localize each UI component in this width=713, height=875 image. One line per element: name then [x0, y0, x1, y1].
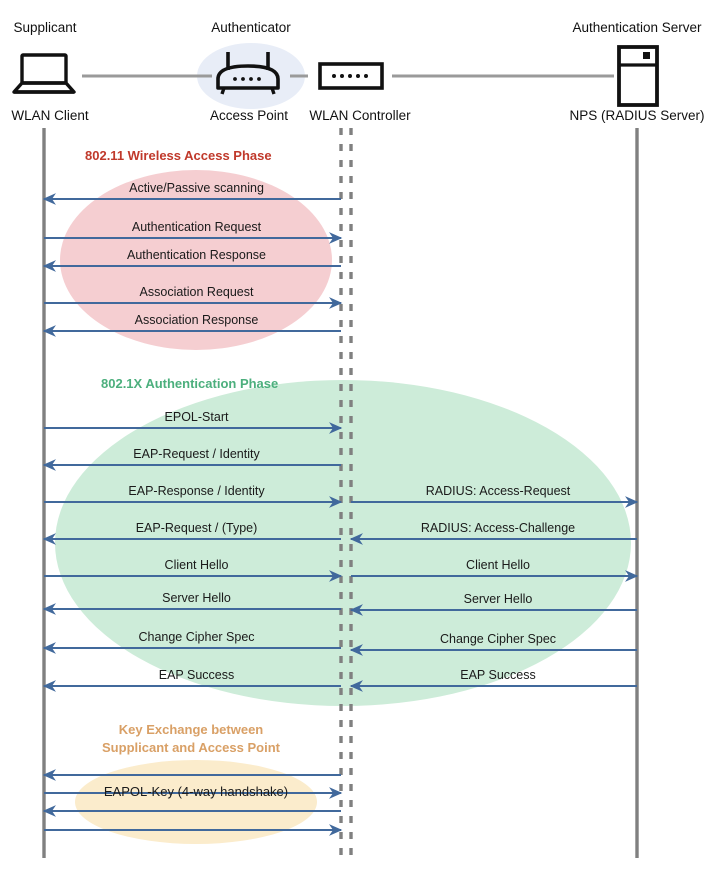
message-label-left-server-hello-10: Server Hello — [162, 591, 231, 605]
message-label-right-server-hello-3: Server Hello — [463, 592, 533, 606]
actor-name-nps-radius-server: NPS (RADIUS Server) — [569, 108, 705, 123]
message-label-left-client-hello-9: Client Hello — [164, 558, 229, 572]
lifelines — [42, 128, 639, 858]
actor-name-access-point: Access Point — [209, 108, 289, 123]
wlan-controller-icon — [318, 62, 384, 90]
server-icon — [617, 45, 659, 107]
message-label-left-association-request-3: Association Request — [139, 285, 254, 299]
phase-ellipses — [55, 170, 631, 844]
phase-label-key-exchange-line2: Supplicant and Access Point — [102, 740, 280, 755]
phase-label-wireless-access: 802.11 Wireless Access Phase — [85, 148, 272, 163]
actor-name-wlan-client: WLAN Client — [11, 108, 89, 123]
message-label-left-eap-request-type-8: EAP-Request / (Type) — [135, 521, 258, 535]
phase-label-key-exchange: Key Exchange between Supplicant and Acce… — [96, 721, 286, 757]
phase-ellipse-wireless-access — [60, 170, 332, 350]
actor-role-authenticator: Authenticator — [211, 20, 291, 35]
actor-name-wlan-controller: WLAN Controller — [309, 108, 411, 123]
laptop-icon — [12, 53, 76, 94]
message-label-right-radius-access-challenge-1: RADIUS: Access-Challenge — [420, 521, 576, 535]
actor-role-authentication-server: Authentication Server — [572, 20, 702, 35]
phase-ellipse-key-exchange — [75, 760, 317, 844]
phase-ellipse-dot1x-auth — [55, 380, 631, 706]
message-label-left-eap-request-identity-6: EAP-Request / Identity — [133, 447, 260, 461]
message-label-left-authentication-response-2: Authentication Response — [127, 248, 266, 262]
message-label-left-epol-start-5: EPOL-Start — [164, 410, 229, 424]
message-arrows — [42, 193, 639, 836]
eapol-key-label: EAPOL-Key (4-way handshake) — [103, 784, 289, 799]
access-point-icon — [216, 52, 280, 95]
message-label-left-authentication-request-1: Authentication Request — [131, 220, 262, 234]
message-label-right-radius-access-request-0: RADIUS: Access-Request — [425, 484, 571, 498]
message-label-left-eap-response-identity-7: EAP-Response / Identity — [128, 484, 265, 498]
message-label-left-active-passive-scanning-0: Active/Passive scanning — [129, 181, 264, 195]
message-label-right-eap-success-5: EAP Success — [460, 668, 536, 682]
phase-label-key-exchange-line1: Key Exchange between — [118, 722, 264, 737]
message-label-right-client-hello-2: Client Hello — [466, 558, 530, 572]
authenticator-halo — [197, 43, 305, 109]
actor-role-supplicant: Supplicant — [13, 20, 77, 35]
message-label-left-association-response-4: Association Response — [134, 313, 259, 327]
phase-label-dot1x-auth: 802.1X Authentication Phase — [101, 376, 279, 391]
message-label-left-eap-success-12: EAP Success — [158, 668, 235, 682]
message-label-right-change-cipher-spec-4: Change Cipher Spec — [439, 632, 557, 646]
message-label-left-change-cipher-spec-11: Change Cipher Spec — [138, 630, 255, 644]
topology-row — [12, 43, 659, 109]
